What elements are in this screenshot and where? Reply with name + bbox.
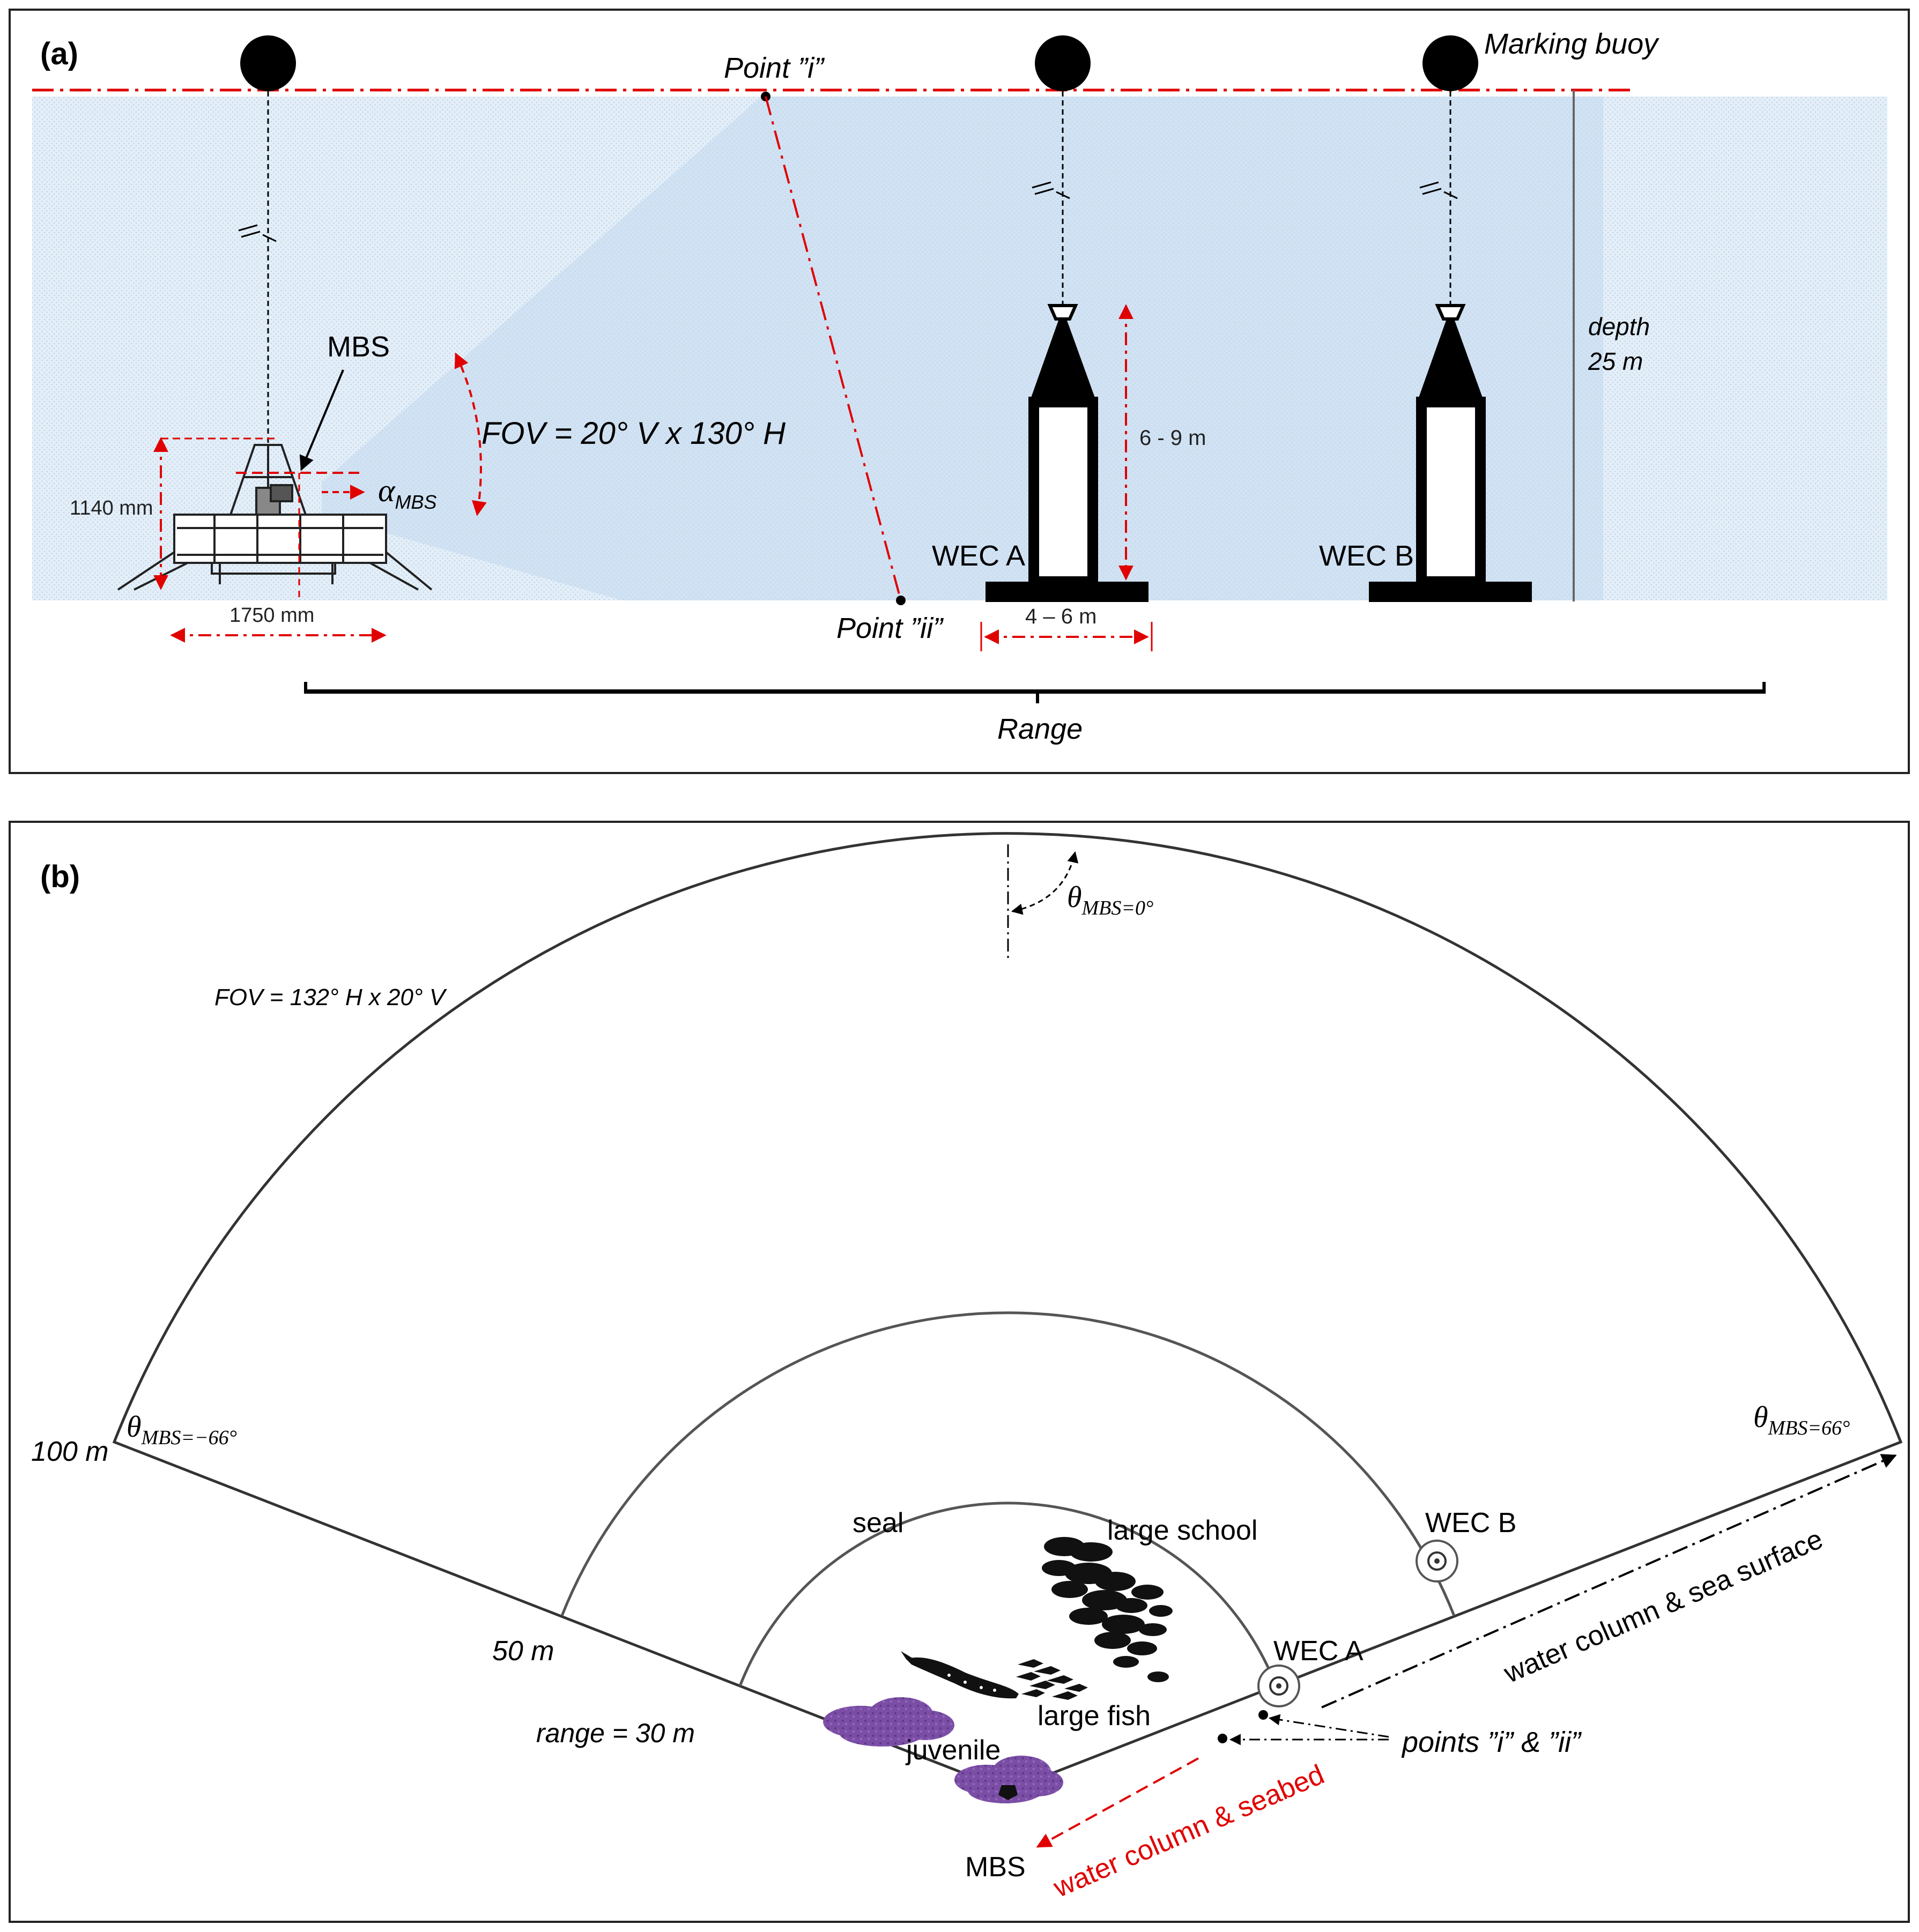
marking-buoy-label: Marking buoy <box>1484 28 1659 60</box>
juvenile-cloud-2 <box>954 1756 1063 1803</box>
fov-label-a: FOV = 20° V x 130° H <box>481 416 786 451</box>
wec-a-label-a: WEC A <box>932 540 1025 572</box>
point-i-label: Point ”i” <box>724 52 825 84</box>
wec-a-label-b: WEC A <box>1273 1636 1364 1667</box>
theta-right-label: θMBS=66° <box>1753 1401 1850 1439</box>
marking-buoy-mbs <box>240 35 296 91</box>
seabed-arrow <box>1036 1757 1199 1848</box>
large-fish-label: large fish <box>1038 1700 1151 1732</box>
marking-buoy-wec-b <box>1422 35 1478 91</box>
panel-a-label: (a) <box>40 36 78 71</box>
wec-height-label: 6 - 9 m <box>1139 426 1206 450</box>
mbs-pointer-arrow <box>299 369 344 471</box>
dim-width-label: 1750 mm <box>229 604 314 627</box>
point-ii-dot <box>896 596 906 605</box>
sea-surface-arrow <box>1321 1454 1897 1708</box>
point-ii-label: Point ”ii” <box>836 612 944 644</box>
range-30m-label: range = 30 m <box>536 1718 695 1748</box>
theta-zero-label: θMBS=0° <box>1067 881 1153 919</box>
mbs-icon-b <box>998 1785 1018 1800</box>
juvenile-label: juvenile <box>905 1735 1001 1766</box>
fov-vertical-arc <box>454 352 487 516</box>
panel-b-label: (b) <box>40 859 80 894</box>
dim-height-label: 1140 mm <box>70 497 153 519</box>
theta-left-label: θMBS=−66° <box>127 1410 237 1449</box>
wec-base-label: 4 – 6 m <box>1025 605 1096 628</box>
mbs-label-b: MBS <box>965 1852 1026 1883</box>
point-ii-dot-b <box>1218 1734 1227 1743</box>
panel-b-frame <box>9 821 1910 1923</box>
alpha-subscript: MBS <box>395 491 437 513</box>
sonar-fov-beam <box>322 96 1603 600</box>
range-arc-50m <box>560 1311 1456 1616</box>
fov-label-b: FOV = 132° H x 20° V <box>214 984 447 1010</box>
wec-b-label-b: WEC B <box>1425 1507 1516 1539</box>
panel-a: (a) Marking buoy Point ”i” Point ”ii” <box>9 9 1910 774</box>
points-label: points ”i” & ”ii” <box>1401 1726 1582 1758</box>
range-label: Range <box>997 713 1083 745</box>
wec-a-marker <box>1257 1665 1300 1707</box>
mbs-label-a: MBS <box>327 331 390 363</box>
wec-a-structure <box>986 304 1149 602</box>
range-100m-label: 100 m <box>31 1436 109 1467</box>
fov-sector-100m <box>112 832 1903 1792</box>
wec-b-structure <box>1369 304 1532 602</box>
depth-label-2: 25 m <box>1588 347 1643 375</box>
theta-left-sub: MBS=−66° <box>141 1426 237 1449</box>
line-break-marks <box>238 181 1458 242</box>
seal-label: seal <box>853 1507 903 1539</box>
marking-buoy-wec-a <box>1035 35 1091 91</box>
wec-b-label-a: WEC B <box>1319 540 1414 572</box>
large-fish-icon <box>1016 1659 1088 1700</box>
theta-right-sub: MBS=66° <box>1768 1417 1850 1439</box>
wec-b-marker <box>1416 1540 1458 1582</box>
panel-b: (b) θMBS=0° FOV = 132° H x 20° V θMBS=−6… <box>9 821 1910 1923</box>
juvenile-cloud-1 <box>823 1697 954 1747</box>
range-arc-30m <box>738 1502 1278 1686</box>
theta-zero-arc <box>1011 851 1079 915</box>
range-50m-label: 50 m <box>492 1636 554 1667</box>
seal-icon <box>901 1651 1019 1699</box>
point-i-ii-line <box>765 96 902 601</box>
large-school-label: large school <box>1107 1515 1257 1546</box>
large-school-icon <box>1042 1537 1173 1682</box>
depth-label-1: depth <box>1588 313 1650 340</box>
alpha-symbol: αMBS <box>378 473 437 513</box>
theta-zero-sub: MBS=0° <box>1081 897 1154 919</box>
point-i-dot-b <box>1258 1710 1268 1720</box>
